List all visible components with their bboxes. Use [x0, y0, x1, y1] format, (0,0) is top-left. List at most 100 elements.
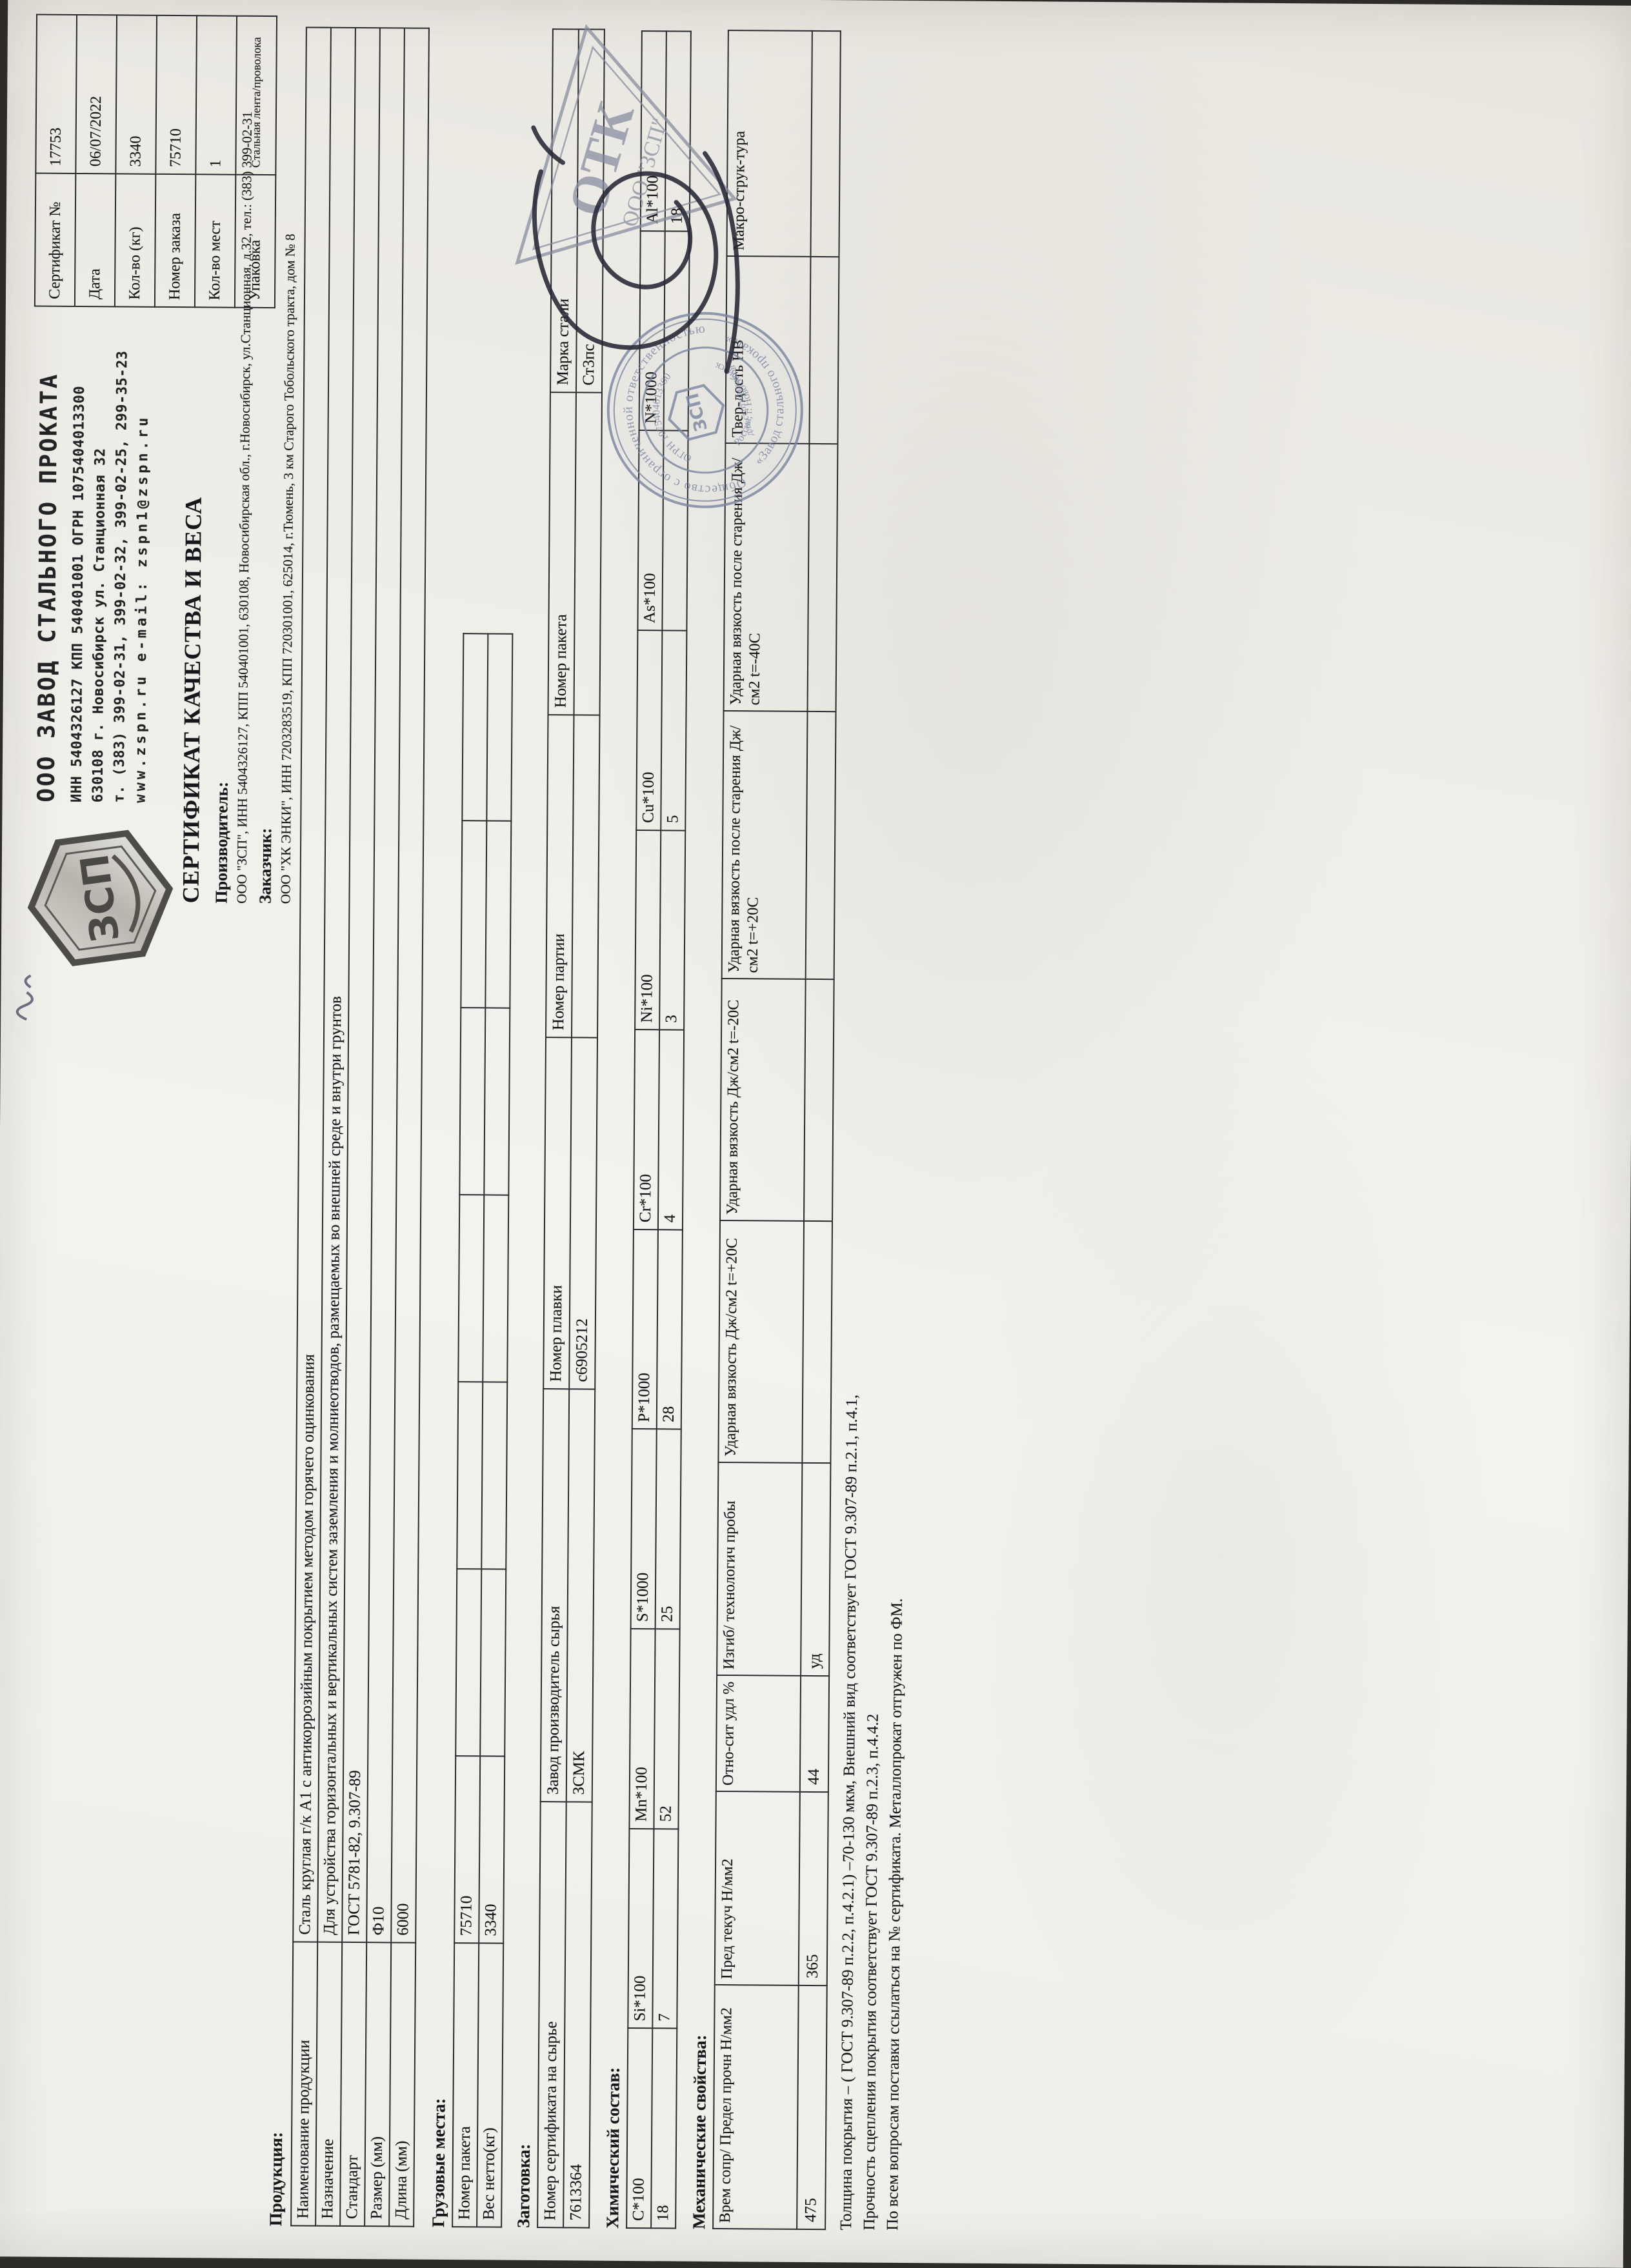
cell-value: 18 — [651, 2028, 677, 2229]
company-web-line: www.zspn.ru e-mail: zspn1@zspn.ru — [132, 414, 152, 803]
cell-value: 25 — [655, 1429, 681, 1629]
cell-empty — [462, 633, 488, 821]
header-cell: Макро-струк-тура — [726, 30, 812, 257]
header-cell: As*100 — [637, 430, 664, 631]
header-cell: Завод производитель сырья — [540, 1389, 570, 1802]
cell-value: 17753 — [35, 14, 77, 174]
header-cell: Номер плавки — [543, 1037, 572, 1389]
cell-label: Дата — [74, 173, 116, 307]
cell-value: 3340 — [479, 1756, 505, 1944]
cell-empty — [458, 1195, 485, 1382]
footer-note-3: По всем вопросам поставки ссылаться на №… — [884, 1598, 906, 2231]
letterhead: ООО ЗАВОД СТАЛЬНОГО ПРОКАТА ИНН 54043261… — [34, 306, 155, 803]
header-cell: Врем сопр/ Предел прочн Н/мм2 — [713, 1984, 799, 2229]
header-cell: Si*100 — [628, 1828, 654, 2029]
cell-empty — [459, 1008, 486, 1195]
header-cell: N*1000 — [639, 230, 665, 431]
cell-value — [807, 443, 838, 712]
header-cell: Изгиб/ технологич пробы — [717, 1462, 803, 1676]
company-address-line: 630108 г. Новосибирск ул. Станционная 32 — [90, 448, 109, 803]
cell-value: 3 — [659, 830, 686, 1030]
header-cell: Ударная вязкость Дж/см2 t=-20С — [720, 978, 806, 1221]
cell-value — [572, 715, 600, 1038]
cell-empty — [486, 633, 513, 821]
pen-mark — [15, 974, 34, 1021]
cell-value: 75710 — [454, 1756, 481, 1944]
header-cell: Mn*100 — [629, 1629, 655, 1829]
footer-note-2: Прочность сцепления покрытия соответству… — [861, 1713, 882, 2231]
company-inn-line: ИНН 5404326127 КПП 540401001 ОГРН 107540… — [68, 385, 88, 803]
cell-value: 28 — [656, 1229, 683, 1430]
mechanical-table: Врем сопр/ Предел прочн Н/мм2 Пред текуч… — [712, 30, 841, 2230]
header-cell: Отно-сит удл % — [715, 1675, 801, 1792]
header-cell: Ni*100 — [635, 830, 661, 1030]
header-cell: Ударная вязкость после старения Дж/см2 t… — [723, 443, 810, 711]
header-cell: Cu*100 — [636, 630, 663, 830]
cell-value — [663, 231, 690, 431]
cargo-heading: Грузовые места: — [428, 2098, 449, 2228]
cell-value: 3340 — [115, 15, 157, 174]
cell-label: Длина (мм) — [389, 1942, 416, 2227]
header-cell: Ударная вязкость после старения Дж/см2 t… — [721, 710, 808, 979]
document-title: СЕРТИФИКАТ КАЧЕСТВА И ВЕСА — [177, 496, 206, 904]
billet-table: Номер сертификата на сырье Завод произво… — [537, 28, 605, 2228]
header-cell: Номер сертификата на сырье — [537, 1802, 566, 2228]
zsp-hexagon-logo: ЗСП — [27, 830, 174, 966]
cell-value — [662, 430, 688, 631]
header-cell: Пред текуч Н/мм2 — [714, 1791, 800, 1985]
cell-empty — [481, 1382, 508, 1569]
cell-value: 44 — [799, 1675, 830, 1793]
cell-value — [802, 1220, 833, 1464]
cell-value: уд — [801, 1462, 831, 1676]
header-cell: P*1000 — [632, 1229, 658, 1429]
cell-value — [805, 711, 836, 980]
cargo-table: Номер пакета 75710 Вес нетто(кг) 3340 — [452, 633, 513, 2227]
customer-label: Заказчик: — [255, 828, 275, 904]
cell-label: Кол-во мест — [194, 174, 236, 308]
cell-empty — [483, 1195, 509, 1382]
cell-label: Номер пакета — [452, 1943, 479, 2227]
table-row: Врем сопр/ Предел прочн Н/мм2 Пред текуч… — [713, 30, 812, 2229]
cell-value: 52 — [654, 1629, 680, 1829]
company-phones-line: т. (383) 399-02-31, 399-02-32, 399-02-25… — [111, 350, 131, 803]
cell-value: 7 — [652, 1829, 679, 2029]
cell-value: 1 — [195, 15, 237, 175]
cell-value: 475 — [797, 1985, 827, 2230]
cell-label: Номер заказа — [154, 174, 196, 308]
products-heading: Продукция: — [266, 2131, 286, 2227]
cell-value: 7613364 — [563, 1802, 592, 2228]
cell-label: Стандарт — [340, 1942, 367, 2227]
cell-label: Вес нетто(кг) — [477, 1943, 504, 2227]
cell-value: 75710 — [155, 15, 197, 175]
header-cell: Ударная вязкость Дж/см2 t=+20С — [718, 1220, 805, 1463]
cell-empty — [485, 821, 512, 1008]
header-cell: Номер партии — [546, 715, 574, 1038]
cell-empty — [480, 1569, 506, 1756]
cell-empty — [455, 1569, 482, 1756]
cell-empty — [461, 821, 487, 1008]
cell-value: 18 — [665, 31, 691, 232]
chemistry-table: С*100 Si*100 Mn*100 S*1000 P*1000 Cr*100… — [626, 30, 692, 2229]
cell-label: Наименование продукции — [291, 1942, 318, 2226]
footer-note-1: Толщина покрытия – ( ГОСТ 9.307-89 п.2.2… — [837, 1394, 861, 2231]
mechanical-heading: Механические свойства: — [689, 2034, 710, 2229]
cell-value: ЗСМК — [566, 1389, 595, 1802]
producer-label: Производитель: — [212, 781, 232, 904]
header-cell: Марка стали — [550, 29, 579, 393]
cell-value: 06/07/2022 — [75, 14, 117, 174]
cell-label: Сертификат № — [34, 173, 76, 306]
cell-label: Кол-во (кг) — [114, 174, 156, 307]
table-row: Кол-во (кг)3340 — [114, 15, 157, 307]
cell-empty — [484, 1008, 510, 1195]
company-name: ООО ЗАВОД СТАЛЬНОГО ПРОКАТА — [33, 372, 63, 802]
cell-value — [804, 979, 834, 1222]
customer-line: ООО "ХК ЭНКИ", ИНН 7203283519, КПП 72030… — [277, 234, 298, 904]
header-cell: Al*100 — [640, 31, 666, 232]
